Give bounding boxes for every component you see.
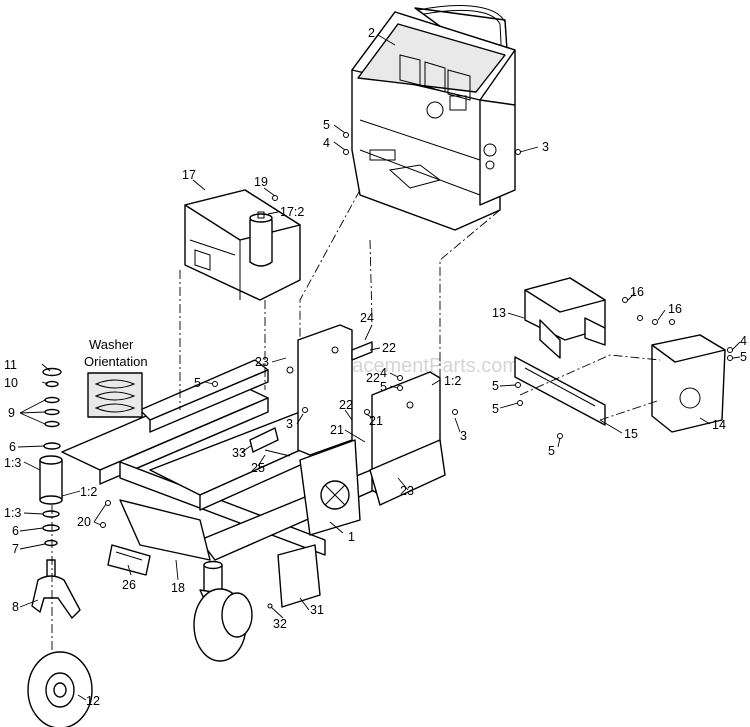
callout-5: 5 [323, 118, 330, 132]
caster-assembly [27, 367, 253, 727]
callout-4: 4 [740, 334, 747, 348]
callout-26: 26 [122, 578, 136, 592]
leader-lines [17, 34, 741, 701]
callout-3: 3 [286, 417, 293, 431]
callout-18: 18 [171, 581, 185, 595]
callout-22: 22 [382, 341, 396, 355]
watermark-text: eReplacementParts.com [300, 355, 519, 377]
callout-5: 5 [492, 379, 499, 393]
callout-21: 21 [369, 414, 383, 428]
callout-7: 7 [12, 542, 19, 556]
mount-brackets [514, 277, 726, 433]
callout-1-3: 1:3 [4, 456, 21, 470]
callout-1-2: 1:2 [444, 374, 461, 388]
callout-24: 24 [360, 311, 374, 325]
callout-23: 23 [255, 355, 269, 369]
callout-22: 22 [339, 398, 353, 412]
callout-23: 23 [400, 484, 414, 498]
control-panel-assembly [351, 5, 516, 231]
callout-32: 32 [273, 617, 287, 631]
callout-5: 5 [492, 402, 499, 416]
callout-10: 10 [4, 376, 18, 390]
hardware [100, 132, 733, 528]
callout-14: 14 [712, 418, 726, 432]
callout-6: 6 [9, 440, 16, 454]
callout-13: 13 [492, 306, 506, 320]
callout-1: 1 [348, 530, 355, 544]
callout-5: 5 [740, 350, 747, 364]
callout-20: 20 [77, 515, 91, 529]
callout-2: 2 [368, 26, 375, 40]
callout-31: 31 [310, 603, 324, 617]
callout-17: 17 [182, 168, 196, 182]
callout-21: 21 [330, 423, 344, 437]
callout-5: 5 [194, 376, 201, 390]
callout-11: 11 [4, 358, 17, 372]
washer-label-line1: Washer [89, 337, 134, 352]
callout-1-2: 1:2 [80, 485, 97, 499]
callout-8: 8 [12, 600, 19, 614]
callout-9: 9 [8, 406, 15, 420]
fuel-tank-assembly [184, 189, 301, 301]
callout-1-3: 1:3 [4, 506, 21, 520]
callout-33: 33 [232, 446, 246, 460]
callout-6: 6 [12, 524, 19, 538]
alignment-lines [51, 189, 661, 650]
callout-12: 12 [86, 694, 100, 708]
side-panel [267, 544, 321, 609]
foot-plate [107, 499, 211, 576]
callout-5: 5 [380, 380, 387, 394]
callout-15: 15 [624, 427, 638, 441]
callout-25: 25 [251, 461, 265, 475]
main-frame [61, 324, 446, 561]
washer-label-line2: Orientation [84, 354, 148, 369]
callout-5: 5 [548, 444, 555, 458]
callout-16: 16 [630, 285, 644, 299]
washer-orientation-detail: Washer Orientation [84, 337, 148, 418]
callout-labels: 1 2 3 3 3 4 4 4 5 5 5 5 5 5 5 6 6 7 8 9 … [4, 26, 747, 708]
callout-3: 3 [460, 429, 467, 443]
callout-16: 16 [668, 302, 682, 316]
callout-3: 3 [542, 140, 549, 154]
callout-4: 4 [323, 136, 330, 150]
callout-22: 22 [366, 371, 380, 385]
callout-19: 19 [254, 175, 268, 189]
callout-4: 4 [380, 366, 387, 380]
callout-17-2: 17:2 [280, 205, 304, 219]
